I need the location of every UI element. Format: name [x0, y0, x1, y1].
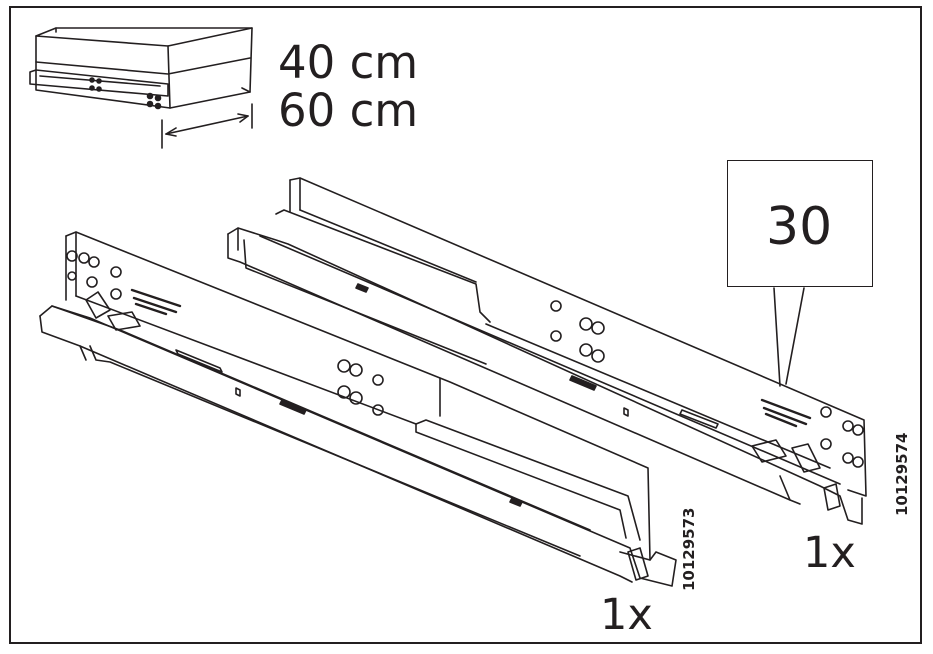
callout-number: 30: [766, 197, 833, 257]
runner-rail-right: [227, 177, 867, 525]
article-number-right: 10129574: [893, 432, 911, 517]
callout-pointer: [773, 287, 781, 387]
article-number-left: 10129573: [680, 507, 698, 592]
runner-rail-left: [39, 231, 677, 587]
page-frame: [9, 6, 922, 644]
drawer-size-60: 60 cm: [278, 84, 419, 137]
quantity-right-rail: 1x: [803, 528, 856, 578]
quantity-left-rail: 1x: [600, 590, 653, 640]
callout-box: [727, 160, 873, 287]
drawer-icon: [29, 27, 253, 149]
drawer-size-40: 40 cm: [278, 36, 419, 89]
